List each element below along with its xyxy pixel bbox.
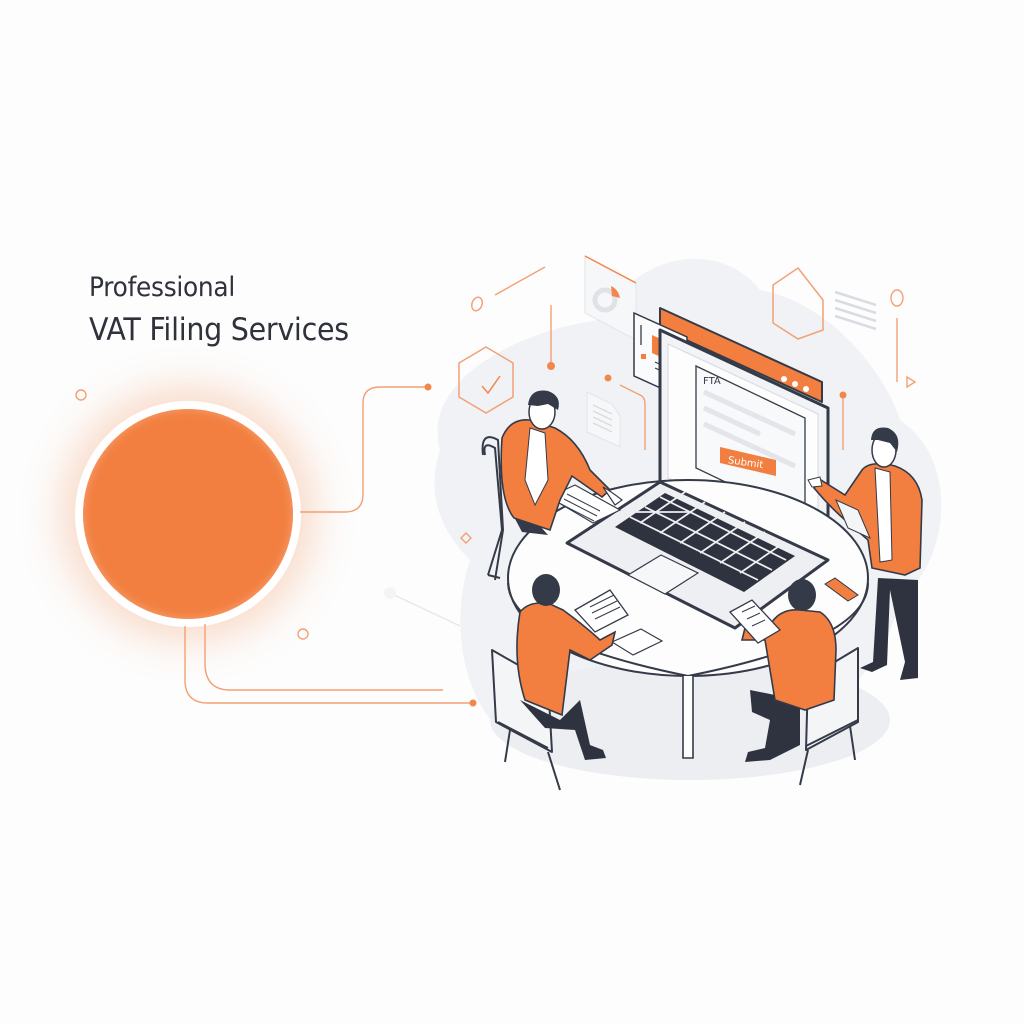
laptop-base (565, 480, 830, 630)
person-front-right (728, 579, 859, 786)
headline-line-1: Professional (89, 272, 235, 303)
gray-lines-icon (834, 290, 877, 331)
browser-window-icon (659, 307, 823, 403)
form-header: FTA (703, 376, 721, 387)
keyboard-keys (629, 491, 787, 581)
hero-orange-circle-fill (83, 409, 293, 619)
hero-orange-circle (75, 401, 301, 627)
headline: Professional VAT Filing Services (89, 274, 371, 346)
pie-chart-card-icon (584, 255, 637, 341)
trackpad (626, 554, 700, 595)
person-right-standing (807, 427, 923, 680)
connector-dots (424, 362, 847, 707)
faint-pin-head (384, 587, 396, 599)
submit-button-label: Submit (727, 455, 764, 471)
connector-lines (184, 266, 898, 704)
submit-button[interactable]: Submit (720, 447, 776, 476)
chair-left-back (483, 444, 504, 579)
headline-line-2: VAT Filing Services (89, 312, 349, 348)
faint-pin-line (389, 592, 461, 627)
table-papers (547, 484, 859, 656)
document-icon (586, 391, 621, 448)
person-front-left (491, 574, 629, 791)
decorative-rings (75, 289, 917, 640)
hexagon-outline-icon (772, 266, 824, 340)
triangle-icon (906, 375, 917, 389)
hexagon-check-icon (458, 346, 514, 414)
person-left-back (481, 390, 623, 581)
